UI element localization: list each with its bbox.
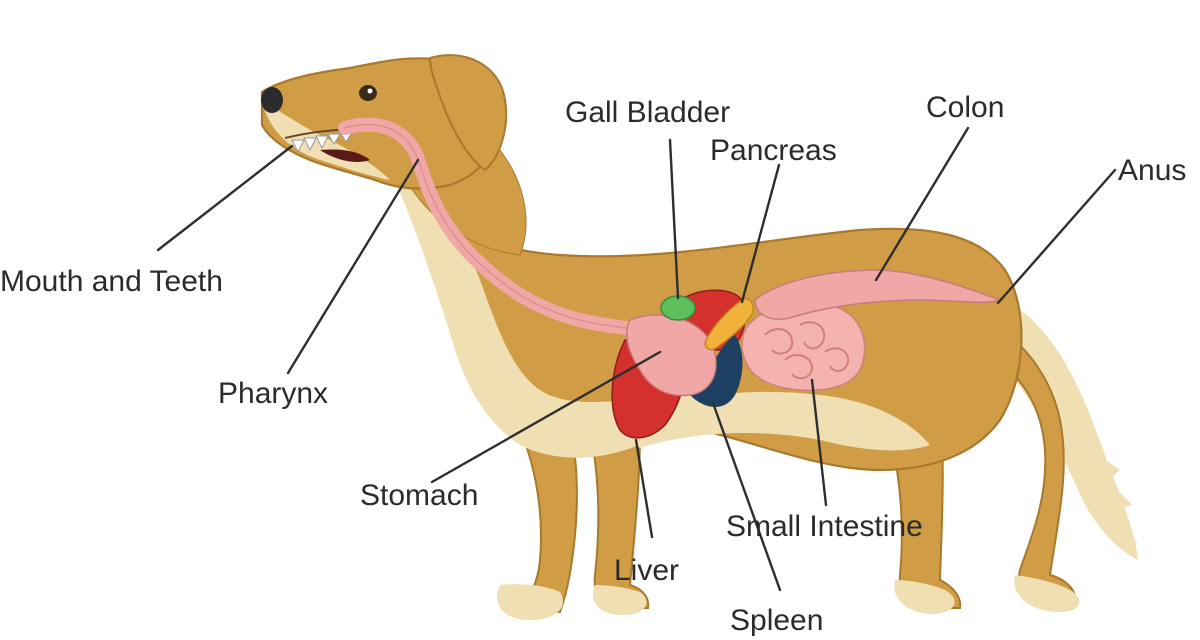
label-colon: Colon: [926, 91, 1004, 124]
leader-line-small-intestine: [810, 378, 828, 507]
label-anus: Anus: [1118, 154, 1186, 187]
dog-ear: [428, 54, 508, 172]
leader-line-colon: [874, 126, 970, 282]
digestive-organs: [338, 117, 1003, 439]
label-small-intestine: Small Intestine: [726, 510, 923, 543]
stomach: [626, 314, 717, 397]
leader-line-pharynx: [286, 158, 420, 375]
label-pharynx: Pharynx: [218, 377, 328, 410]
label-stomach: Stomach: [360, 479, 478, 512]
gall-bladder: [660, 295, 696, 321]
label-mouth-and-teeth: Mouth and Teeth: [0, 265, 223, 298]
dog-hind-paw: [1014, 575, 1080, 612]
dog-eye: [359, 85, 377, 101]
label-pancreas: Pancreas: [710, 134, 837, 167]
pancreas: [704, 298, 754, 351]
labels: Mouth and Teeth Pharynx Stomach Liver Ga…: [0, 91, 1186, 637]
leader-line-liver: [634, 438, 654, 539]
dog-mouth-inner: [320, 149, 370, 162]
leader-line-spleen: [711, 401, 782, 592]
dog-belly-fur: [600, 391, 930, 451]
colon: [754, 269, 1003, 320]
label-spleen: Spleen: [730, 604, 823, 637]
dog-front-paw: [496, 584, 563, 621]
leader-line-stomach: [430, 350, 662, 484]
leader-line-anus: [996, 168, 1117, 305]
dog-nose: [261, 87, 283, 113]
dog-front-leg-far: [588, 429, 650, 609]
label-gall-bladder: Gall Bladder: [565, 96, 730, 129]
dog-front-paw-far: [593, 585, 647, 616]
dog-hind-paw-far: [894, 580, 955, 615]
dog-teeth: [291, 131, 353, 154]
leader-line-gall-bladder: [668, 138, 680, 300]
dog-tail-fur: [1090, 450, 1138, 545]
esophagus-outline: [344, 124, 641, 331]
label-liver: Liver: [614, 554, 679, 587]
leader-line-pancreas: [740, 163, 781, 304]
small-intestine-coils: [764, 321, 850, 380]
leader-line-mouth-and-teeth: [156, 144, 294, 252]
dog-chest-fur: [395, 175, 820, 458]
leader-lines: [156, 126, 1117, 592]
